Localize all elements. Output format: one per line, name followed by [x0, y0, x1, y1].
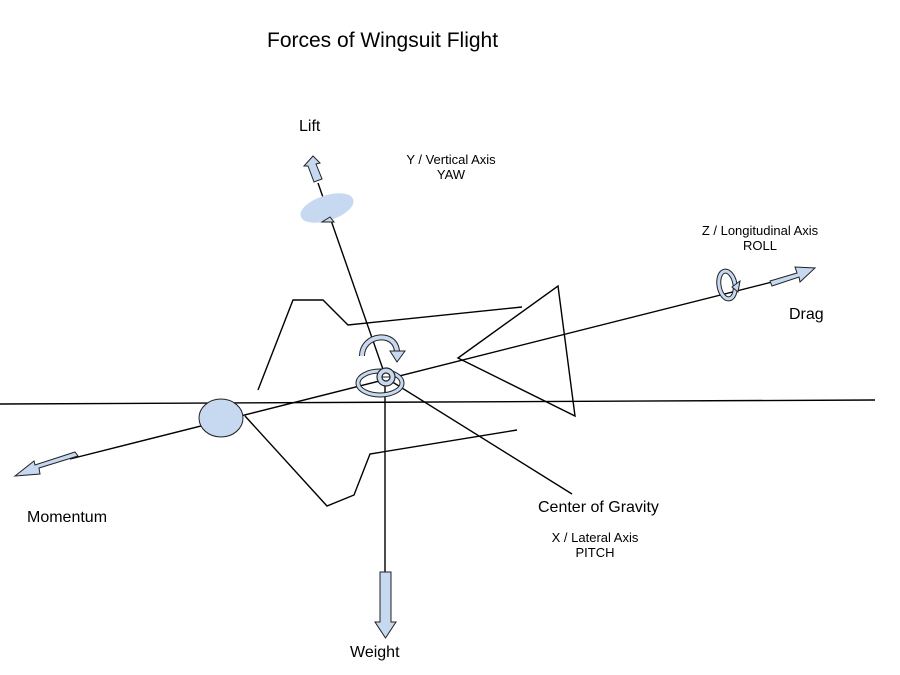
vertical-axis-label: Y / Vertical Axis YAW	[395, 152, 507, 183]
momentum-label: Momentum	[27, 509, 108, 526]
tail-triangle	[456, 284, 576, 418]
roll-rotation-icon	[716, 268, 741, 302]
longitudinal-axis-motion: ROLL	[743, 237, 777, 253]
vertical-axis-name: Y / Vertical Axis	[406, 152, 496, 167]
lift-arrow	[302, 155, 323, 183]
longitudinal-axis-line	[69, 279, 781, 460]
longitudinal-axis-label: Z / Longitudinal Axis ROLL	[695, 223, 825, 254]
drag-label: Drag	[789, 306, 824, 323]
vertical-axis-motion: YAW	[436, 166, 466, 182]
weight-arrow	[374, 571, 397, 639]
longitudinal-axis-name: Z / Longitudinal Axis	[701, 223, 819, 238]
lift-label: Lift	[299, 118, 321, 135]
head-shape	[198, 398, 244, 438]
weight-label: Weight	[350, 644, 400, 661]
yaw-rotation-icon	[300, 193, 354, 223]
horizon-line	[0, 399, 876, 405]
lateral-axis-label: X / Lateral Axis PITCH	[540, 530, 650, 561]
lateral-axis-motion: PITCH	[575, 544, 615, 560]
momentum-arrow	[13, 451, 79, 477]
diagram-title: Forces of Wingsuit Flight	[267, 29, 499, 52]
lateral-axis-line	[385, 377, 573, 495]
center-of-gravity-label: Center of Gravity	[538, 499, 659, 516]
center-of-gravity-marker	[376, 367, 396, 387]
drag-arrow	[769, 266, 817, 287]
wing-lower-outline	[244, 415, 518, 507]
lateral-axis-name: X / Lateral Axis	[551, 530, 639, 545]
wing-upper-outline	[257, 299, 523, 391]
pitch-rotation-icon	[359, 334, 406, 363]
